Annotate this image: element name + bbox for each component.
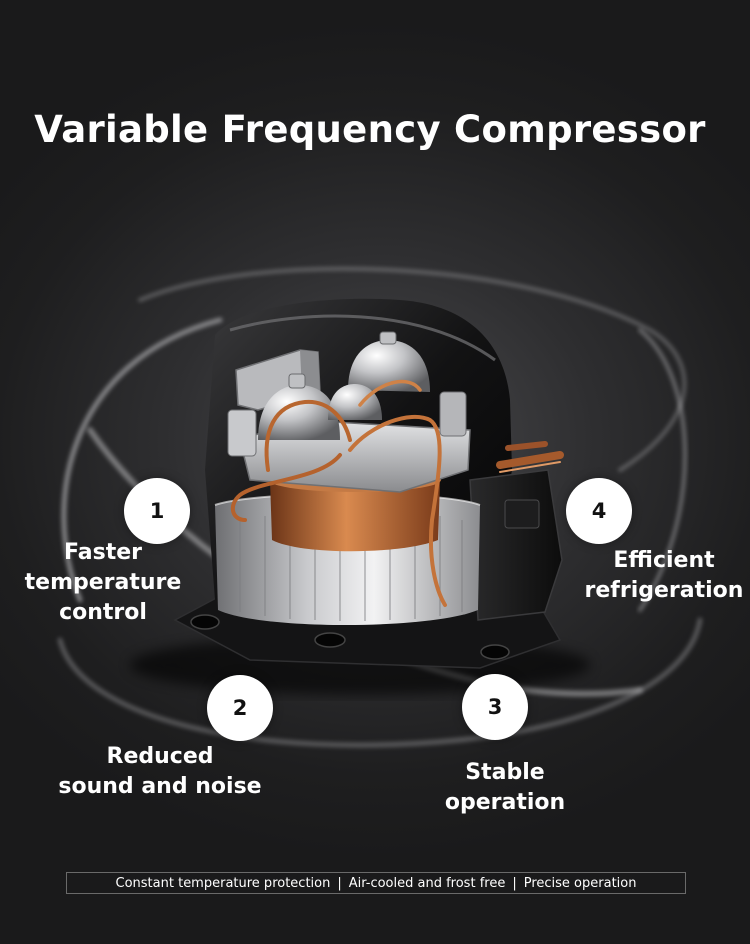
feature-label-line: refrigeration — [584, 578, 744, 603]
feature-summary-bar: Constant temperature protection | Air-co… — [66, 872, 686, 894]
feature-badge-2: 2 — [207, 675, 273, 741]
footer-separator: | — [337, 875, 342, 891]
feature-label-line: sound and noise — [58, 774, 262, 799]
feature-label-line: Efficient — [613, 548, 715, 573]
feature-label-line: Faster — [64, 540, 142, 565]
feature-label-line: Reduced — [106, 744, 214, 769]
footer-item: Constant temperature protection — [115, 875, 331, 891]
footer-item: Precise operation — [523, 875, 637, 891]
footer-item: Air-cooled and frost free — [348, 875, 506, 891]
feature-label-line: operation — [444, 790, 566, 815]
feature-badge-1: 1 — [124, 478, 190, 544]
feature-label-line: control — [59, 600, 147, 625]
page-title: Variable Frequency Compressor — [34, 108, 706, 151]
feature-badge-4: 4 — [566, 478, 632, 544]
feature-label-line: temperature — [24, 570, 182, 595]
feature-label-3: Stable operation — [425, 758, 585, 818]
copper-pipes — [496, 441, 564, 473]
feature-label-2: Reduced sound and noise — [45, 742, 275, 802]
feature-label-1: Faster temperature control — [8, 538, 198, 628]
feature-label-line: Stable — [465, 760, 545, 785]
silver-domes — [258, 331, 430, 440]
terminal-box — [469, 469, 563, 621]
copper-tubes — [230, 379, 447, 607]
feature-label-4: Efficient refrigeration — [580, 546, 748, 606]
footer-separator: | — [512, 875, 517, 891]
feature-badge-3: 3 — [462, 674, 528, 740]
